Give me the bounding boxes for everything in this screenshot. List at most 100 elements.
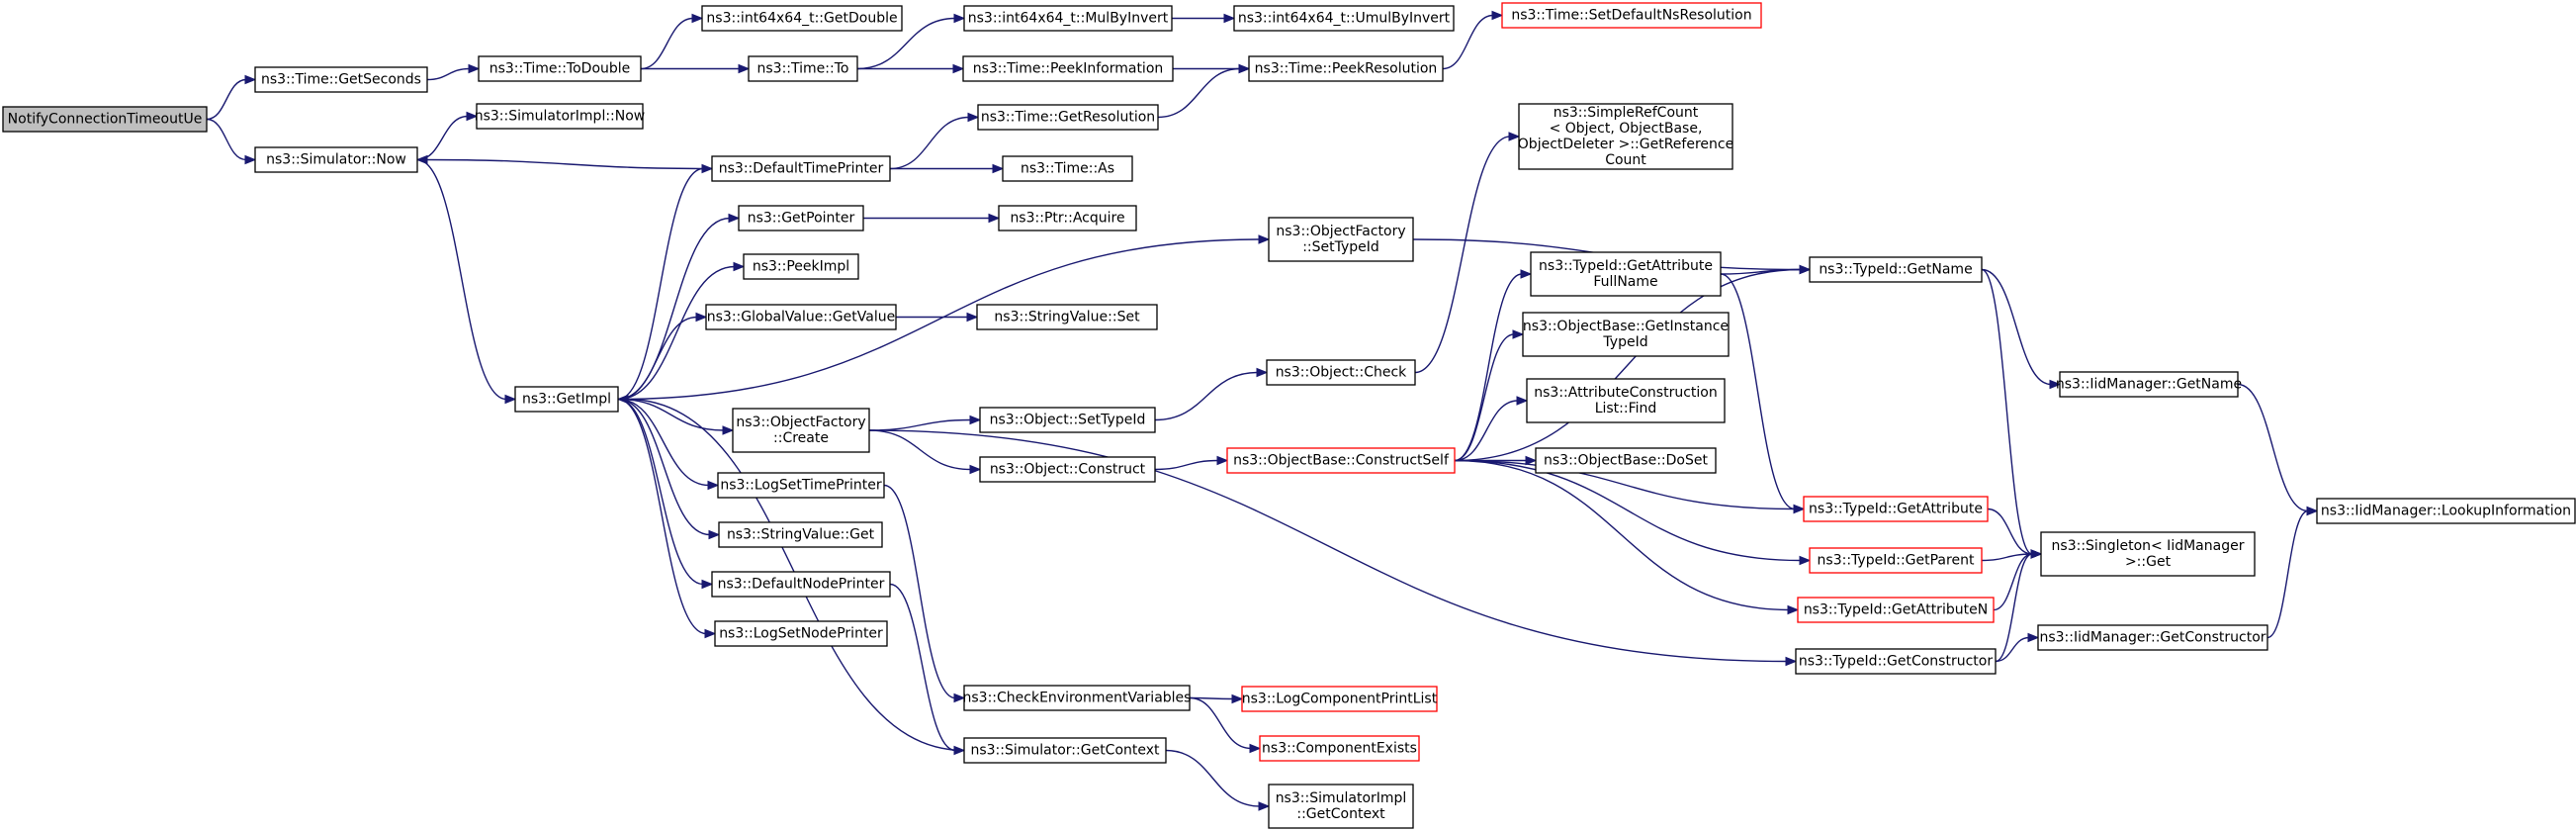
node-box[interactable]	[998, 205, 1137, 231]
node-box[interactable]	[1809, 547, 1983, 574]
node-n14[interactable]: ns3::Time::As	[1002, 155, 1133, 182]
node-n40[interactable]: ns3::TypeId::GetParent	[1809, 547, 1983, 574]
node-box[interactable]	[705, 304, 897, 330]
node-n21[interactable]: ns3::ObjectFactory::Create	[732, 408, 870, 453]
node-box[interactable]	[1248, 55, 1444, 82]
node-box[interactable]	[476, 103, 644, 130]
node-box[interactable]	[254, 146, 418, 173]
node-n11[interactable]: ns3::SimulatorImpl::Now	[475, 103, 646, 130]
node-n42[interactable]: ns3::Singleton< IidManager>::Get	[2040, 531, 2256, 577]
node-box[interactable]	[963, 737, 1167, 764]
node-n15[interactable]: ns3::GetPointer	[738, 205, 864, 231]
node-n19[interactable]: ns3::StringValue::Set	[976, 304, 1158, 330]
node-box[interactable]	[718, 521, 883, 548]
node-n47[interactable]: ns3::ComponentExists	[1259, 735, 1420, 762]
node-box[interactable]	[1268, 784, 1414, 829]
node-n13[interactable]: ns3::DefaultTimePrinter	[711, 155, 891, 182]
node-n6[interactable]: ns3::int64x64_t::MulByInvert	[963, 5, 1173, 32]
node-box[interactable]	[2059, 371, 2239, 398]
node-n24[interactable]: ns3::DefaultNodePrinter	[711, 571, 891, 598]
node-n18[interactable]: ns3::GlobalValue::GetValue	[705, 304, 897, 330]
node-box[interactable]	[1522, 312, 1730, 357]
node-box[interactable]	[711, 155, 891, 182]
node-n23[interactable]: ns3::StringValue::Get	[718, 521, 883, 548]
node-n45[interactable]: ns3::CheckEnvironmentVariables	[963, 685, 1192, 711]
node-n29[interactable]: ns3::Object::Check	[1266, 359, 1416, 386]
node-box[interactable]	[711, 571, 891, 598]
node-box[interactable]	[254, 66, 428, 93]
node-box[interactable]	[1535, 447, 1717, 474]
node-n49[interactable]: ns3::SimulatorImpl::GetContext	[1268, 784, 1414, 829]
node-box[interactable]	[1266, 359, 1416, 386]
node-box[interactable]	[1809, 256, 1983, 283]
node-n28[interactable]: ns3::Object::Construct	[979, 456, 1156, 483]
node-n17[interactable]: ns3::PeekImpl	[743, 253, 859, 280]
node-n31[interactable]: ns3::SimpleRefCount< Object, ObjectBase,…	[1518, 103, 1733, 170]
node-n25[interactable]: ns3::LogSetNodePrinter	[714, 620, 888, 647]
node-n2[interactable]: ns3::Simulator::Now	[254, 146, 418, 173]
node-box[interactable]	[979, 456, 1156, 483]
node-n7[interactable]: ns3::int64x64_t::UmulByInvert	[1233, 5, 1455, 32]
node-n37[interactable]: ns3::IidManager::GetName	[2056, 371, 2242, 398]
node-box[interactable]	[738, 205, 864, 231]
node-box[interactable]	[1803, 496, 1989, 522]
node-n1[interactable]: ns3::Time::GetSeconds	[254, 66, 428, 93]
node-box[interactable]	[1526, 378, 1726, 423]
node-box[interactable]	[1226, 447, 1456, 474]
node-box[interactable]	[977, 104, 1159, 131]
node-box[interactable]	[1268, 217, 1414, 262]
node-n35[interactable]: ns3::ObjectBase::DoSet	[1535, 447, 1717, 474]
node-box[interactable]	[1797, 597, 1995, 623]
node-n12[interactable]: ns3::Time::GetResolution	[977, 104, 1159, 131]
node-n16[interactable]: ns3::Ptr::Acquire	[998, 205, 1137, 231]
node-box[interactable]	[1530, 251, 1722, 297]
node-n0[interactable]: NotifyConnectionTimeoutUe	[2, 106, 208, 133]
node-n8[interactable]: ns3::Time::PeekInformation	[962, 55, 1174, 82]
node-n27[interactable]: ns3::Object::SetTypeId	[979, 407, 1156, 433]
node-box[interactable]	[1241, 686, 1438, 712]
node-box[interactable]	[1795, 648, 1997, 675]
node-box[interactable]	[1259, 735, 1420, 762]
node-n9[interactable]: ns3::Time::PeekResolution	[1248, 55, 1444, 82]
node-box[interactable]	[717, 472, 885, 499]
node-box[interactable]	[514, 386, 619, 413]
node-box[interactable]	[963, 685, 1191, 711]
node-box[interactable]	[1233, 5, 1455, 32]
node-box[interactable]	[2316, 498, 2576, 524]
node-n5[interactable]: ns3::Time::To	[748, 55, 858, 82]
node-box[interactable]	[2037, 624, 2268, 651]
node-box[interactable]	[748, 55, 858, 82]
node-box[interactable]	[743, 253, 859, 280]
node-box[interactable]	[732, 408, 870, 453]
node-n48[interactable]: ns3::Simulator::GetContext	[963, 737, 1167, 764]
node-box[interactable]	[2040, 531, 2256, 577]
node-box[interactable]	[962, 55, 1174, 82]
node-n22[interactable]: ns3::LogSetTimePrinter	[717, 472, 885, 499]
node-n39[interactable]: ns3::TypeId::GetAttribute	[1803, 496, 1989, 522]
node-box[interactable]	[478, 55, 642, 82]
node-n10[interactable]: ns3::Time::SetDefaultNsResolution	[1501, 2, 1762, 29]
node-box[interactable]	[979, 407, 1156, 433]
node-box[interactable]	[701, 5, 903, 32]
node-box[interactable]	[963, 5, 1173, 32]
node-n38[interactable]: ns3::IidManager::LookupInformation	[2316, 498, 2576, 524]
node-box[interactable]	[714, 620, 888, 647]
node-n3[interactable]: ns3::Time::ToDouble	[478, 55, 642, 82]
node-box[interactable]	[1002, 155, 1133, 182]
node-n36[interactable]: ns3::TypeId::GetName	[1809, 256, 1983, 283]
node-box[interactable]	[1501, 2, 1762, 29]
node-box[interactable]	[1518, 103, 1733, 170]
node-n46[interactable]: ns3::LogComponentPrintList	[1241, 686, 1438, 712]
node-n26[interactable]: ns3::ObjectFactory::SetTypeId	[1268, 217, 1414, 262]
node-box[interactable]	[976, 304, 1158, 330]
node-n30[interactable]: ns3::ObjectBase::ConstructSelf	[1226, 447, 1456, 474]
node-n41[interactable]: ns3::TypeId::GetAttributeN	[1797, 597, 1995, 623]
node-box[interactable]	[2, 106, 208, 133]
node-n4[interactable]: ns3::int64x64_t::GetDouble	[701, 5, 903, 32]
node-n44[interactable]: ns3::IidManager::GetConstructor	[2037, 624, 2268, 651]
node-n20[interactable]: ns3::GetImpl	[514, 386, 619, 413]
node-n43[interactable]: ns3::TypeId::GetConstructor	[1795, 648, 1997, 675]
